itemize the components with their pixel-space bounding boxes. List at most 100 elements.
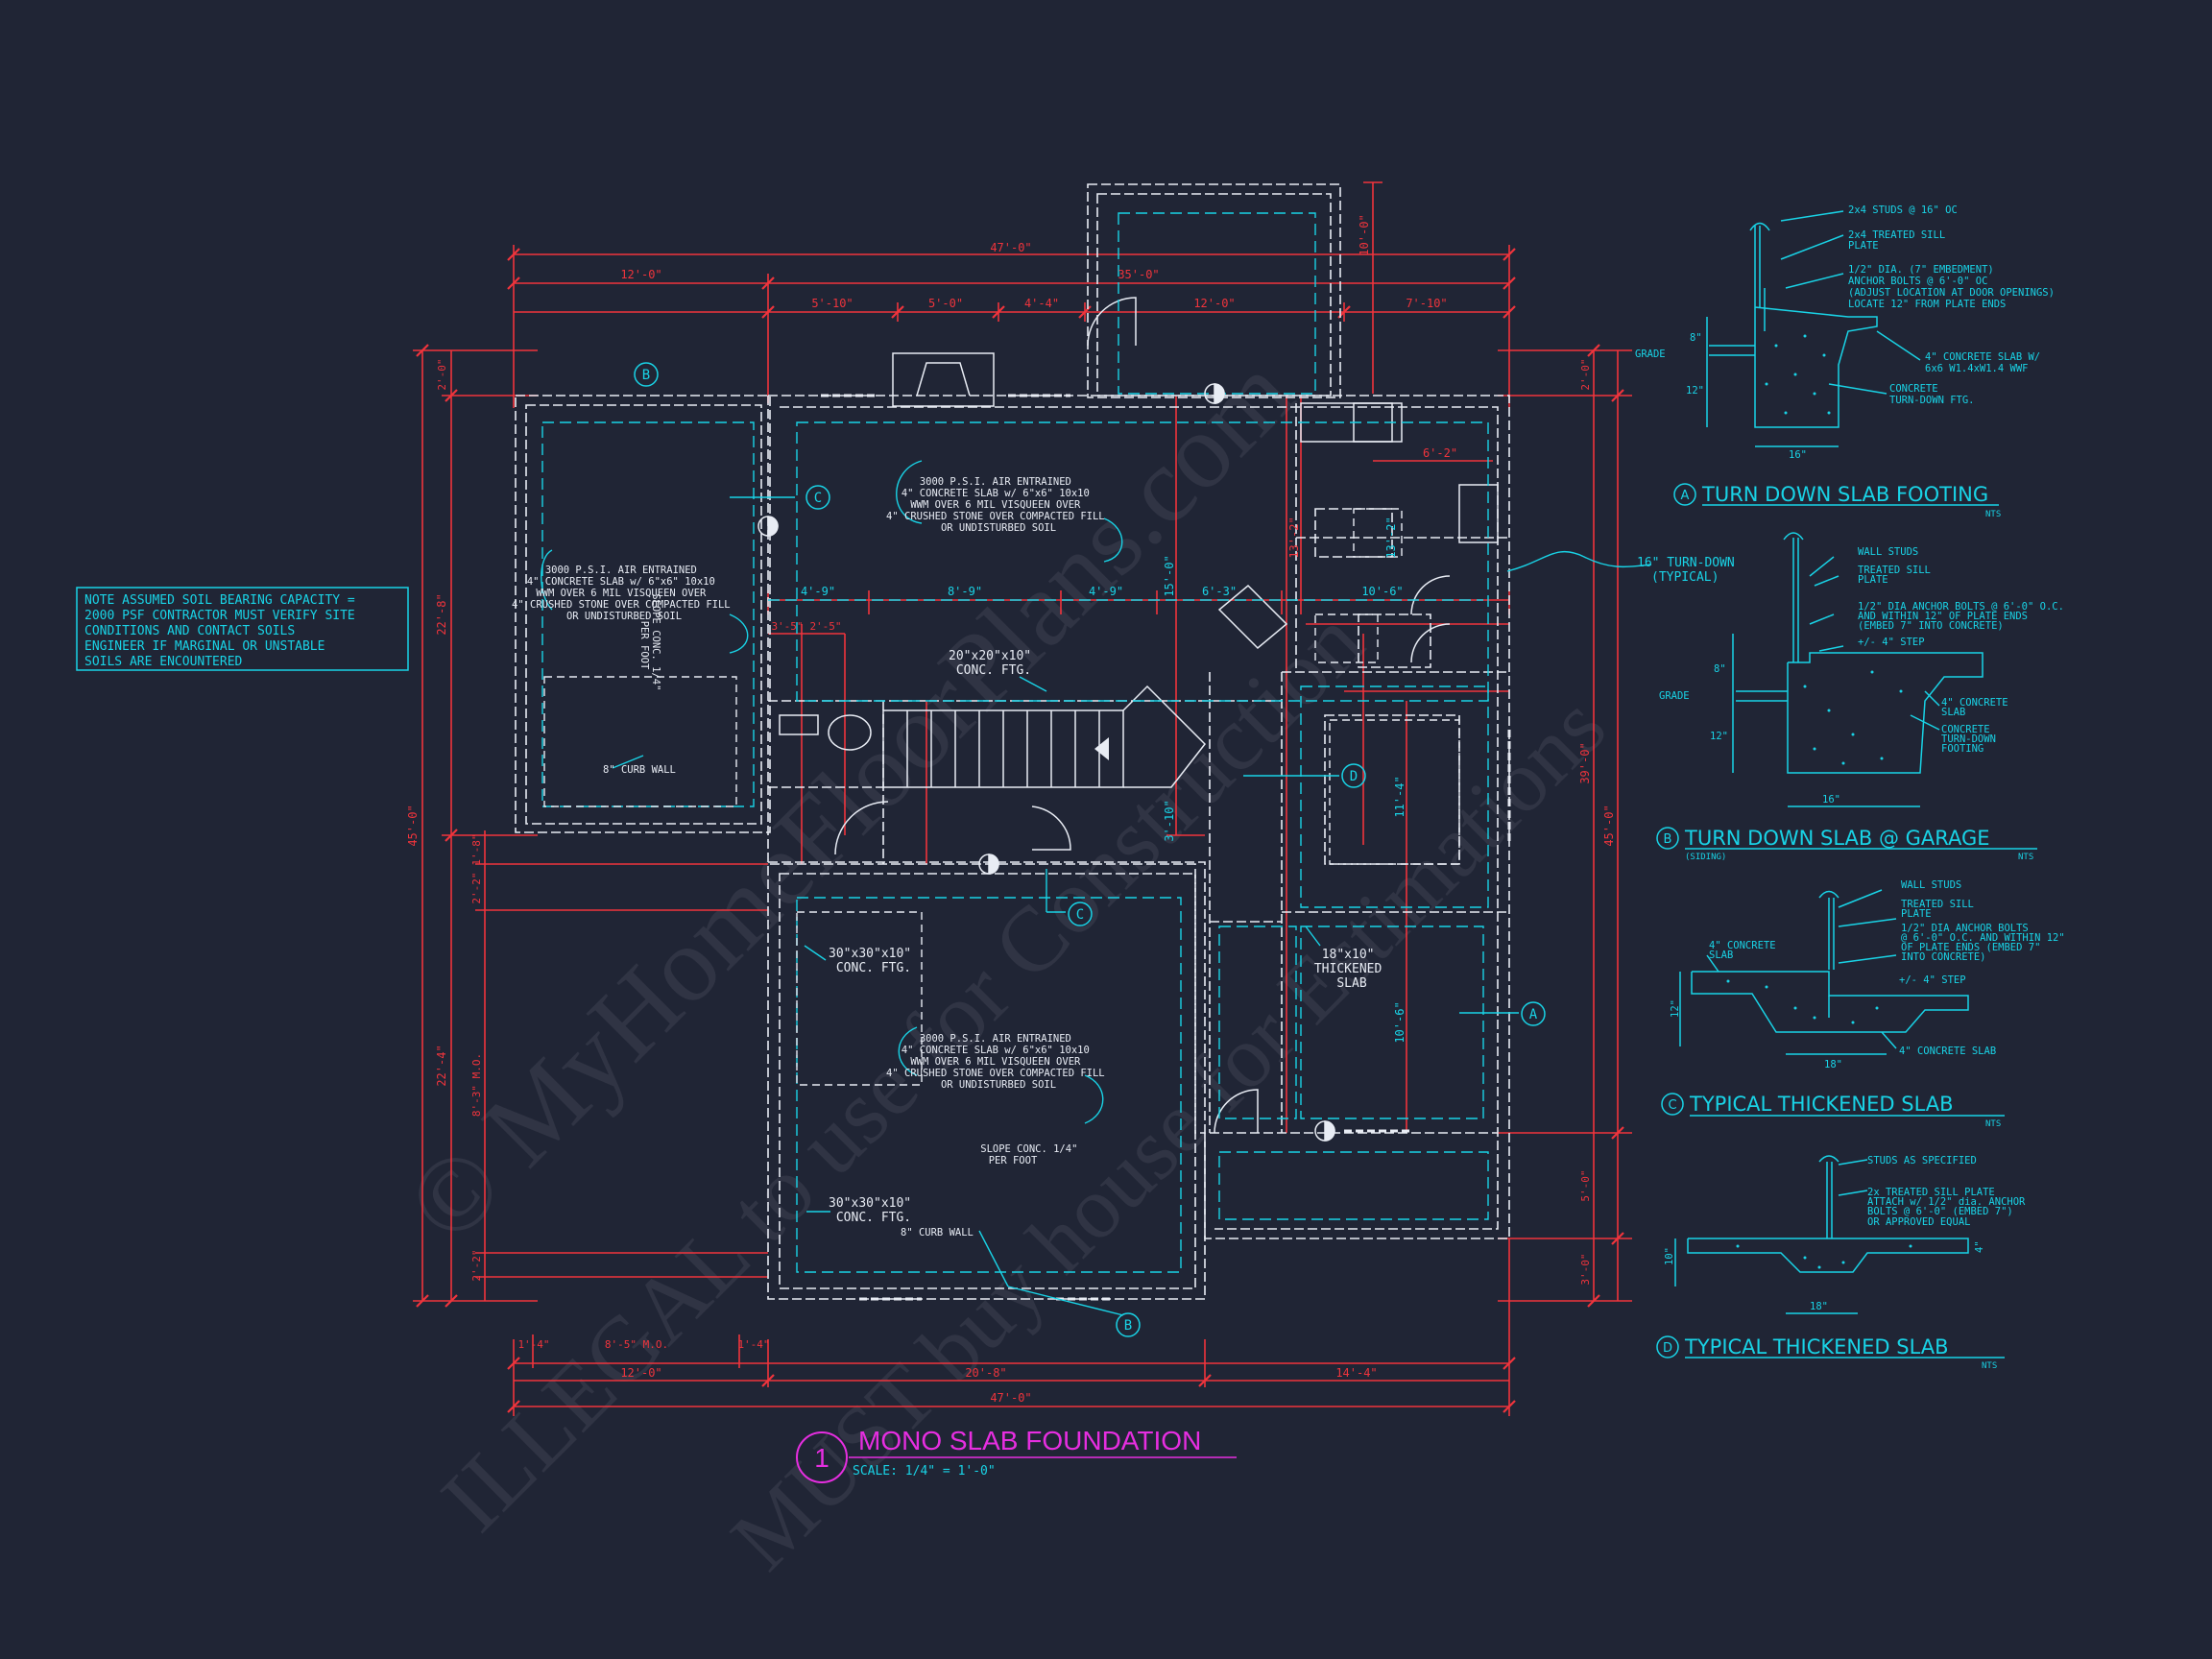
dim-bottom-left: 12'-0" [620,1366,661,1380]
detail-a-scale: NTS [1985,510,2001,519]
dim-int-v4: 3'-10" [1163,800,1176,841]
detail-c-dim-18: 18" [1824,1059,1842,1070]
detail-b-sub: (SIDING) [1685,853,1726,862]
detail-a-dim-8: 8" [1690,332,1702,344]
dim-mid-seg4: 6'-3" [1202,585,1237,598]
leader-lines [541,460,1652,1316]
detail-b-callouts: WALL STUDS TREATED SILL PLATE 1/2" DIA A… [1858,546,2070,755]
dim-bottom-overall: 47'-0" [990,1391,1031,1405]
dim-small-2: 2'-5" [809,620,841,633]
slope-note-bottom: SLOPE CONC. 1/4" PER FOOT [980,1143,1083,1166]
detail-d-callouts: STUDS AS SPECIFIED 2x TREATED SILL PLATE… [1867,1155,2032,1228]
dimension-lines [413,181,1632,1416]
dim-small-1: 3'-5" [771,620,803,633]
tag-b-bottom: B [1124,1318,1132,1334]
detail-d-dim-4: 4" [1974,1240,1985,1253]
detail-a-tag: A [1681,489,1690,503]
dim-bottom-mid: 20'-8" [965,1366,1006,1380]
detail-b-dim-8: 8" [1714,663,1726,675]
detail-b-grade: GRADE [1659,690,1690,702]
dim-left-overall: 45'-0" [406,805,420,846]
tag-c-top: C [814,491,822,506]
curb-wall-label-2: 8" CURB WALL [901,1227,974,1238]
dim-left-mo: 8'-3" M.O. [470,1053,483,1117]
detail-d-dim-10: 10" [1664,1247,1675,1265]
dim-bottom-right: 14'-4" [1335,1366,1377,1380]
dim-mid-seg3: 4'-9" [1089,585,1123,598]
turn-down-label: 16" TURN-DOWN (TYPICAL) [1637,556,1743,585]
detail-b-dim-12: 12" [1710,731,1728,742]
slab-note-top: 3000 P.S.I. AIR ENTRAINED 4" CONCRETE SL… [886,476,1111,534]
dim-top-mid: 35'-0" [1118,268,1159,281]
dim-top-left: 12'-0" [620,268,661,281]
section-tags [634,362,1546,1337]
thickened-slab-label: 18"x10" THICKENED SLAB [1314,948,1389,991]
detail-b-scale: NTS [2018,853,2033,862]
detail-b-tag: B [1664,832,1672,847]
drawing-title-block: 1 MONO SLAB FOUNDATION SCALE: 1/4" = 1'-… [796,1426,1237,1483]
detail-d: STUDS AS SPECIFIED 2x TREATED SILL PLATE… [1656,1155,2032,1371]
tag-d: D [1350,769,1358,784]
detail-c-scale: NTS [1985,1119,2001,1129]
footing-20-label: 20"x20"x10" CONC. FTG. [949,649,1039,678]
detail-a-title: TURN DOWN SLAB FOOTING [1701,483,1988,506]
footing-outlines [541,212,1489,1273]
dim-top-overall: 47'-0" [990,241,1031,254]
tag-a: A [1529,1007,1538,1022]
dim-bottom-s1: 1'-4" [517,1338,549,1351]
plan-annotations: 3000 P.S.I. AIR ENTRAINED 4" CONCRETE SL… [512,476,1743,1238]
detail-b: WALL STUDS TREATED SILL PLATE 1/2" DIA A… [1656,532,2070,862]
detail-b-title: TURN DOWN SLAB @ GARAGE [1684,827,1990,850]
detail-c-title: TYPICAL THICKENED SLAB [1689,1093,1954,1116]
drawing-scale: SCALE: 1/4" = 1'-0" [853,1464,996,1479]
detail-d-dim-18: 18" [1810,1301,1828,1312]
footing-30-label-a: 30"x30"x10" CONC. FTG. [829,947,919,975]
detail-d-scale: NTS [1982,1361,1997,1371]
dim-bottom-s2: 8'-5" M.O. [605,1338,668,1351]
dim-left-top: 2'-0" [436,358,448,390]
footing-pads [543,508,1460,1086]
drawing-number: 1 [814,1443,830,1473]
slab-note-left: 3000 P.S.I. AIR ENTRAINED 4" CONCRETE SL… [512,565,736,622]
tag-b-top: B [642,368,650,383]
detail-c-tag: C [1668,1098,1676,1113]
dim-top-seg1: 5'-10" [811,297,853,310]
detail-d-tag: D [1663,1341,1672,1356]
dim-left-s3: 2'-2" [470,1249,483,1281]
dim-top-seg4: 12'-0" [1193,297,1235,310]
soil-note-text: NOTE ASSUMED SOIL BEARING CAPACITY = 200… [84,593,363,669]
curb-wall-label-1: 8" CURB WALL [603,764,676,776]
slope-note-garage: SLOPE CONC. 1/4" PER FOOT [638,593,661,696]
dim-top-seg2: 5'-0" [928,297,963,310]
dim-left-lower: 22'-4" [435,1045,448,1086]
detail-a: 2x4 STUDS @ 16" OC 2x4 TREATED SILL PLAT… [1635,204,2055,519]
dim-right-b2: 3'-0" [1579,1253,1592,1285]
dim-int-v3: 13'-2" [1384,517,1398,558]
detail-b-dim-16: 16" [1822,794,1840,805]
detail-c-callouts: WALL STUDS TREATED SILL PLATE 1/2" DIA A… [1709,879,2071,1057]
dim-left-s2: 2'-2" [470,872,483,903]
dim-right-top: 2'-0" [1579,358,1592,390]
dim-int-v6: 10'-6" [1393,1001,1407,1043]
dim-int-v5: 11'-4" [1393,776,1407,817]
dim-mid-seg2: 8'-9" [948,585,982,598]
dim-right-a: 6'-2" [1423,446,1457,460]
detail-c-dim-12: 12" [1670,999,1681,1018]
detail-a-dim-12: 12" [1686,385,1704,397]
detail-d-title: TYPICAL THICKENED SLAB [1684,1335,1949,1358]
wall-openings [821,394,1511,1301]
dim-right-b1: 5'-0" [1579,1169,1592,1201]
dim-int-v1: 15'-0" [1163,555,1176,596]
dimension-text: 47'-0" 12'-0" 35'-0" 5'-10" 5'-0" 4'-4" … [406,214,1616,1405]
drawing-title: MONO SLAB FOUNDATION [858,1426,1201,1455]
detail-a-dim-16: 16" [1789,449,1807,461]
dim-mid-seg1: 4'-9" [801,585,835,598]
dim-left-s1: 1'-8" [470,833,483,865]
dim-right-upper: 39'-0" [1578,742,1592,783]
slab-note-bottom: 3000 P.S.I. AIR ENTRAINED 4" CONCRETE SL… [886,1033,1111,1091]
section-markers [757,383,1335,1142]
dim-bottom-s3: 1'-4" [737,1338,769,1351]
dim-top-seg5: 7'-10" [1406,297,1447,310]
dim-top-seg3: 4'-4" [1024,297,1059,310]
